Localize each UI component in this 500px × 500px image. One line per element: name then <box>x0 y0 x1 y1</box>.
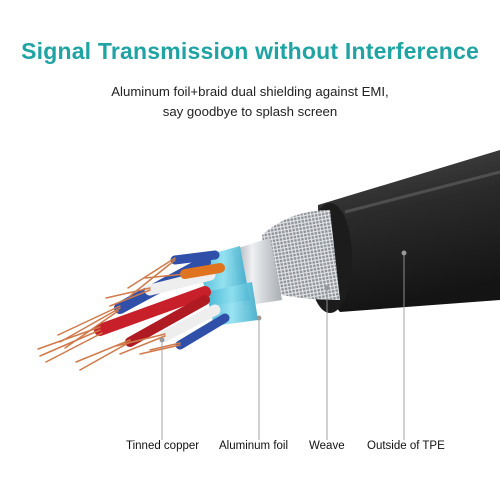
tinned-copper-strands <box>37 257 186 371</box>
subtitle-line-1: Aluminum foil+braid dual shielding again… <box>111 84 389 99</box>
tpe-jacket <box>318 150 500 312</box>
braid-weave <box>262 210 340 300</box>
callout-lines <box>159 250 407 440</box>
inner-wires <box>94 250 230 350</box>
label-outside-tpe: Outside of TPE <box>367 440 445 452</box>
label-aluminum-foil: Aluminum foil <box>219 440 289 452</box>
label-tinned-copper: Tinned copper <box>126 440 200 452</box>
page-title: Signal Transmission without Interference <box>21 38 479 64</box>
subtitle-line-2: say goodbye to splash screen <box>162 104 338 119</box>
label-weave: Weave <box>309 440 345 452</box>
